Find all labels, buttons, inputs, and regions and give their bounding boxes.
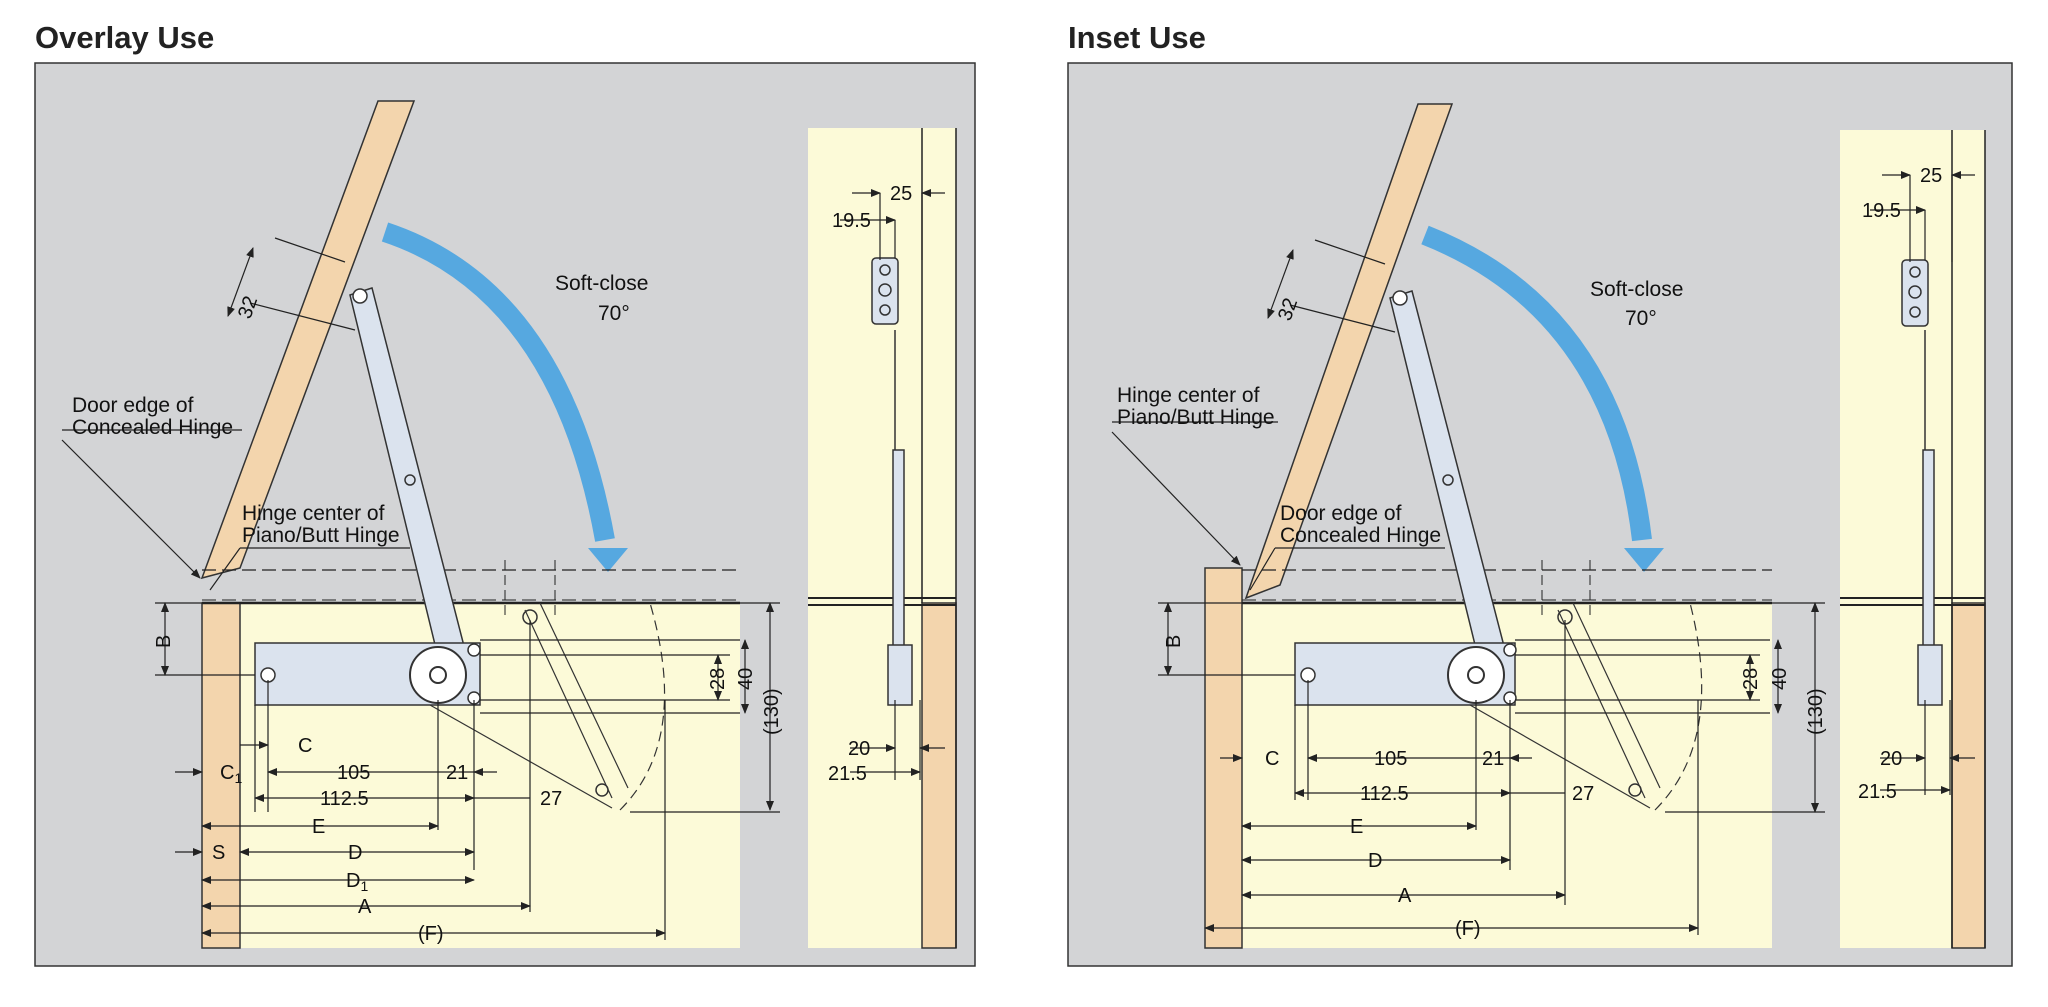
overlay-door-edge-label-2: Concealed Hinge — [72, 416, 233, 439]
overlay-door-edge-label-1: Door edge of — [72, 394, 194, 417]
inset-hinge-center-label-1: Hinge center of — [1117, 384, 1260, 407]
overlay-dim-130: (130) — [761, 688, 783, 735]
inset-dim-25: 25 — [1920, 165, 1942, 187]
overlay-dim-27: 27 — [540, 788, 562, 810]
overlay-side-view-wood — [921, 602, 957, 949]
overlay-angle-label: 70° — [598, 302, 630, 325]
overlay-dim-28: 28 — [707, 668, 729, 690]
overlay-dim-d1: D1 — [346, 870, 368, 894]
overlay-dim-a: A — [358, 896, 372, 918]
overlay-hinge-center-label-2: Piano/Butt Hinge — [242, 524, 400, 547]
overlay-hinge-center-label-1: Hinge center of — [242, 502, 385, 525]
inset-dim-130: (130) — [1805, 688, 1827, 735]
inset-hinge-center-label-2: Piano/Butt Hinge — [1117, 406, 1275, 429]
overlay-dim-c1: C1 — [220, 762, 242, 786]
overlay-dimensions — [61, 189, 945, 940]
overlay-dim-20: 20 — [848, 738, 870, 760]
inset-title: Inset Use — [1068, 20, 1206, 55]
inset-softclose-label: Soft-close — [1590, 278, 1683, 301]
overlay-dim-112-5: 112.5 — [320, 788, 369, 810]
overlay-dim-40: 40 — [735, 668, 757, 690]
inset-dim-b: B — [1163, 635, 1185, 648]
inset-door-edge-label-1: Door edge of — [1280, 502, 1402, 525]
inset-dim-f: (F) — [1455, 918, 1481, 940]
inset-dim-20: 20 — [1880, 748, 1902, 770]
overlay-door — [200, 100, 416, 580]
overlay-dim-21-5: 21.5 — [828, 763, 867, 785]
inset-dim-19-5: 19.5 — [1862, 200, 1901, 222]
inset-dim-28: 28 — [1740, 668, 1762, 690]
inset-dim-d: D — [1368, 850, 1382, 872]
inset-dim-e: E — [1350, 816, 1363, 838]
inset-dim-21: 21 — [1482, 748, 1504, 770]
overlay-dim-e: E — [312, 816, 325, 838]
inset-dim-21-5: 21.5 — [1858, 781, 1897, 803]
overlay-dim-d: D — [348, 842, 362, 864]
inset-softclose-arrow — [1421, 225, 1652, 542]
overlay-dim-s: S — [212, 842, 225, 864]
inset-dim-112-5: 112.5 — [1360, 783, 1409, 805]
inset-dim-c: C — [1265, 748, 1279, 770]
inset-dimensions — [1111, 171, 1975, 935]
overlay-dim-19-5: 19.5 — [832, 210, 871, 232]
inset-door-edge-label-2: Concealed Hinge — [1280, 524, 1441, 547]
overlay-dim-c: C — [298, 735, 312, 757]
overlay-dim-b: B — [153, 635, 175, 648]
inset-panel: Soft-close 70° Hinge center of Piano/But… — [1067, 62, 2013, 967]
overlay-dim-25: 25 — [890, 183, 912, 205]
inset-dim-40: 40 — [1769, 668, 1791, 690]
overlay-dim-f: (F) — [418, 923, 444, 945]
inset-dim-a: A — [1398, 885, 1412, 907]
overlay-softclose-arrow — [381, 222, 615, 542]
inset-side-view-wood — [1951, 602, 1986, 949]
inset-door — [1244, 103, 1454, 600]
overlay-title: Overlay Use — [35, 20, 215, 55]
inset-dim-27: 27 — [1572, 783, 1594, 805]
inset-angle-label: 70° — [1625, 307, 1657, 330]
inset-dim-105: 105 — [1374, 748, 1407, 770]
overlay-dim-21: 21 — [446, 762, 468, 784]
overlay-softclose-label: Soft-close — [555, 272, 648, 295]
overlay-panel: Soft-close 70° Door edge of Concealed Hi… — [34, 62, 976, 967]
overlay-dim-105: 105 — [337, 762, 370, 784]
